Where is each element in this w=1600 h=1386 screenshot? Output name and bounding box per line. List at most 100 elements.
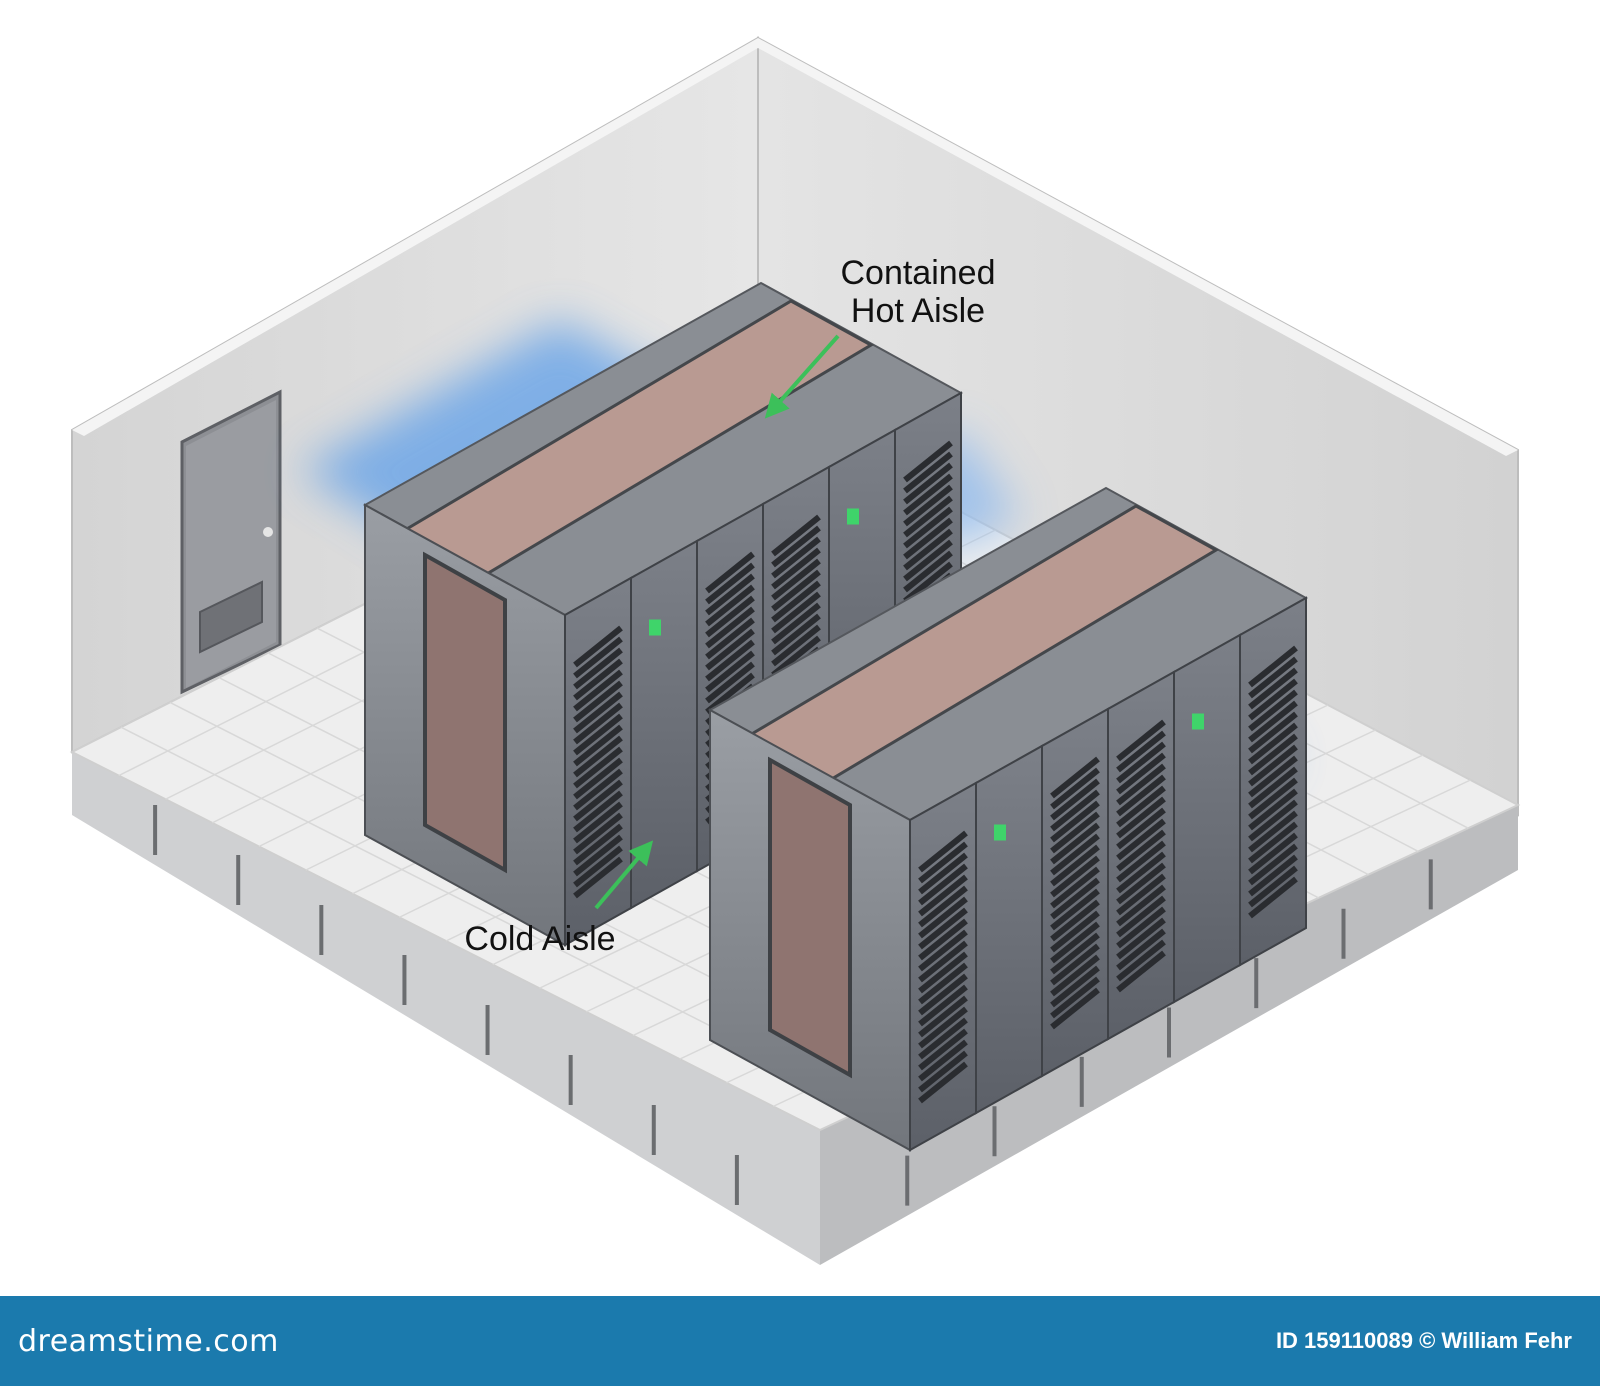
server-rack bbox=[975, 744, 1043, 1115]
rack-server-slot bbox=[1116, 763, 1166, 806]
rack-server-slot bbox=[573, 856, 623, 899]
rack-server-slot bbox=[573, 625, 623, 668]
rack-server-slot bbox=[1248, 821, 1298, 864]
footer-bar: dreamstime.com ID 159110089 © William Fe… bbox=[0, 1296, 1600, 1386]
rack-server-slot bbox=[903, 462, 953, 505]
rack-server-slot bbox=[1116, 950, 1166, 993]
rack-server-slot bbox=[1248, 799, 1298, 842]
rack-server-slot bbox=[1248, 843, 1298, 886]
rack-server-slot bbox=[1116, 840, 1166, 883]
left-wall-top-edge bbox=[72, 38, 758, 436]
rack-server-slot bbox=[918, 962, 968, 1005]
rack-server-slot bbox=[573, 636, 623, 679]
rack-server-slot bbox=[1050, 965, 1100, 1008]
rack-server-slot bbox=[705, 606, 755, 649]
rack-server-slot bbox=[918, 1039, 968, 1082]
rack-server-slot bbox=[1248, 766, 1298, 809]
rack-server-slot bbox=[573, 647, 623, 690]
cold-aisle-arrow bbox=[594, 840, 654, 910]
rack-server-slot bbox=[1050, 976, 1100, 1019]
rack-server-slot bbox=[573, 790, 623, 833]
rack-server-slot bbox=[771, 624, 821, 667]
rack-server-slot bbox=[918, 1006, 968, 1049]
rack-server-slot bbox=[918, 929, 968, 972]
rack-server-slot bbox=[705, 595, 755, 638]
rack-server-slot bbox=[918, 1061, 968, 1104]
floor-support-pedestals bbox=[153, 805, 1433, 1206]
rack-server-slot bbox=[573, 713, 623, 756]
rack-server-slot bbox=[1050, 910, 1100, 953]
rack-server-slot bbox=[918, 863, 968, 906]
rack-server-slot bbox=[918, 1028, 968, 1071]
rack-server-slot bbox=[573, 735, 623, 778]
rack-server-slot bbox=[573, 669, 623, 712]
rack-server-slot bbox=[903, 506, 953, 549]
rack-server-slot bbox=[1116, 785, 1166, 828]
rack-server-slot bbox=[705, 639, 755, 682]
rack-server-slot bbox=[903, 451, 953, 494]
containment-door bbox=[768, 756, 852, 1079]
containment-door bbox=[423, 551, 507, 874]
rack-server-slot bbox=[1050, 811, 1100, 854]
rack-server-slot bbox=[918, 852, 968, 895]
floor-base-left bbox=[72, 752, 820, 1265]
rack-server-slot bbox=[573, 801, 623, 844]
rack-server-slot bbox=[1248, 832, 1298, 875]
rack-server-slot bbox=[705, 650, 755, 693]
rack-server-slot bbox=[771, 525, 821, 568]
rack-server-slot bbox=[705, 628, 755, 671]
rack-server-slot bbox=[1248, 689, 1298, 732]
rack-server-slot bbox=[1116, 928, 1166, 971]
rack-server-slot bbox=[573, 779, 623, 822]
rack-server-slot bbox=[1116, 730, 1166, 773]
rack-server-slot bbox=[1050, 888, 1100, 931]
rack-server-slot bbox=[705, 617, 755, 660]
rack-server-slot bbox=[903, 495, 953, 538]
rack-server-slot bbox=[903, 550, 953, 593]
rack-server-slot bbox=[903, 539, 953, 582]
hot-aisle-label-line2: Hot Aisle bbox=[850, 292, 986, 330]
rack-server-slot bbox=[1116, 862, 1166, 905]
door-vent-grille bbox=[199, 580, 263, 654]
rack-server-slot bbox=[1248, 645, 1298, 688]
rack-server-slot bbox=[705, 562, 755, 605]
rack-server-slot bbox=[573, 823, 623, 866]
rack-server-slot bbox=[918, 830, 968, 873]
rack-server-slot bbox=[1248, 667, 1298, 710]
rack-server-slot bbox=[1050, 932, 1100, 975]
rack-server-slot bbox=[573, 757, 623, 800]
rack-status-led bbox=[847, 508, 859, 525]
rack-server-slot bbox=[1050, 877, 1100, 920]
rack-server-slot bbox=[918, 874, 968, 917]
rack-server-slot bbox=[573, 724, 623, 767]
rack-server-slot bbox=[1050, 899, 1100, 942]
rack-server-slot bbox=[705, 573, 755, 616]
rack-server-slot bbox=[918, 907, 968, 950]
rack-server-slot bbox=[918, 896, 968, 939]
rack-server-slot bbox=[771, 635, 821, 678]
rack-server-slot bbox=[1248, 755, 1298, 798]
rack-server-slot bbox=[1050, 921, 1100, 964]
rack-server-slot bbox=[1050, 767, 1100, 810]
hot-aisle-label-line1: Contained bbox=[840, 254, 996, 292]
rack-server-slot bbox=[1248, 733, 1298, 776]
rack-server-slot bbox=[1248, 777, 1298, 820]
rack-server-slot bbox=[1116, 829, 1166, 872]
rack-server-slot bbox=[903, 440, 953, 483]
rack-server-slot bbox=[1116, 873, 1166, 916]
rack-server-slot bbox=[1248, 744, 1298, 787]
rack-server-slot bbox=[1050, 866, 1100, 909]
rack-server-slot bbox=[1248, 700, 1298, 743]
rack-server-slot bbox=[771, 613, 821, 656]
rack-server-slot bbox=[1050, 778, 1100, 821]
rack-server-slot bbox=[1248, 854, 1298, 897]
rack-server-slot bbox=[918, 951, 968, 994]
rack-server-slot bbox=[771, 580, 821, 623]
rack-server-slot bbox=[705, 584, 755, 627]
rack-server-slot bbox=[771, 558, 821, 601]
rack-server-slot bbox=[903, 561, 953, 604]
rack-server-slot bbox=[1050, 789, 1100, 832]
rack-server-slot bbox=[1116, 884, 1166, 927]
rack-server-slot bbox=[1116, 917, 1166, 960]
server-rack bbox=[1173, 633, 1241, 1004]
